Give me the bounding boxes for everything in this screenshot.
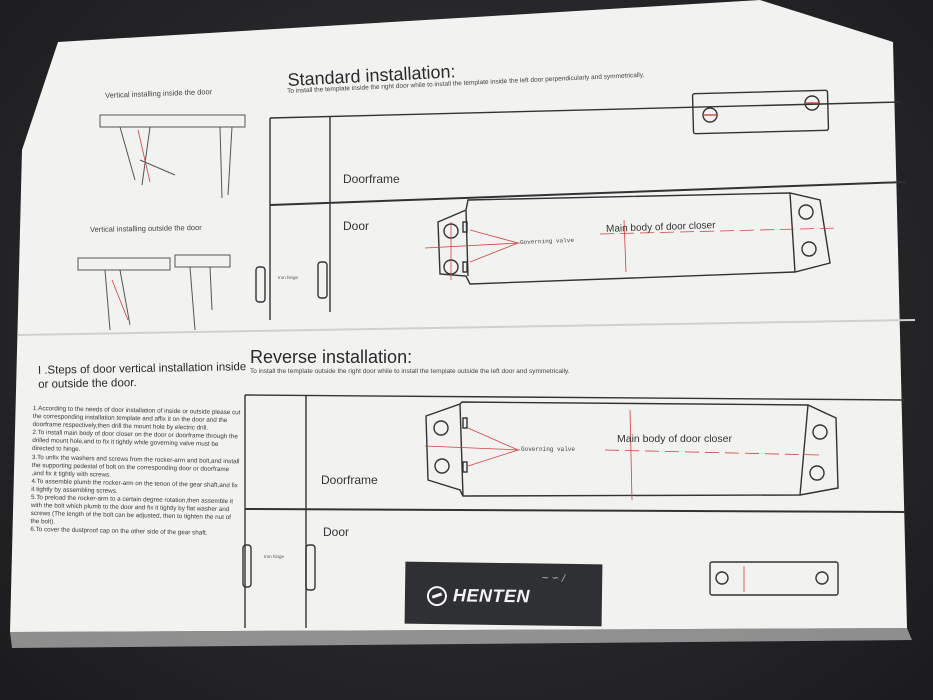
reverse-door-label: Door: [323, 525, 350, 539]
paper-sheet: [10, 0, 907, 632]
reverse-diagram: [242, 394, 906, 628]
standard-red-guides: [424, 219, 841, 280]
standard-doorframe-label: Doorframe: [343, 172, 400, 186]
reverse-doorframe-line: [244, 508, 906, 513]
reverse-main-body-label: Main body of door closer: [617, 433, 732, 445]
reverse-doorframe-label: Doorframe: [321, 473, 378, 487]
reverse-subtitle: To install the template outside the righ…: [250, 368, 570, 375]
reverse-main-template: [425, 401, 839, 497]
brand-name: HENTEN: [452, 585, 531, 607]
steps-list: 1.According to the needs of door install…: [30, 405, 243, 539]
standard-doorframe-line: [269, 181, 906, 206]
standard-iron-hinge-label: Iron hinge: [278, 275, 299, 280]
steps-heading: I .Steps of door vertical installation i…: [37, 361, 247, 391]
reverse-small-template: [709, 561, 839, 596]
brand-mark-icon: [426, 585, 448, 607]
step-5: 5.To preload the rocker-arm to a certain…: [30, 494, 234, 526]
signature-mark: ~ ∽ ∕: [541, 573, 566, 584]
standard-top-line: [269, 101, 901, 119]
standard-door-label: Door: [343, 219, 370, 233]
inside-install-sketch: [99, 114, 246, 199]
fold-line: [17, 319, 916, 336]
reverse-red-guides: [424, 409, 821, 592]
standard-diagram: [255, 89, 906, 320]
standard-small-template: [691, 89, 830, 135]
reverse-title: Reverse installation:: [250, 347, 413, 367]
reverse-top-line: [244, 394, 906, 401]
brand-logo: HENTEN ~ ∽ ∕: [404, 561, 603, 627]
reverse-iron-hinge-label: Iron hinge: [264, 554, 285, 559]
standard-main-template: [437, 192, 831, 285]
reverse-governing-valve-label: Governing valve: [521, 446, 576, 453]
outside-install-sketch: [77, 254, 231, 331]
